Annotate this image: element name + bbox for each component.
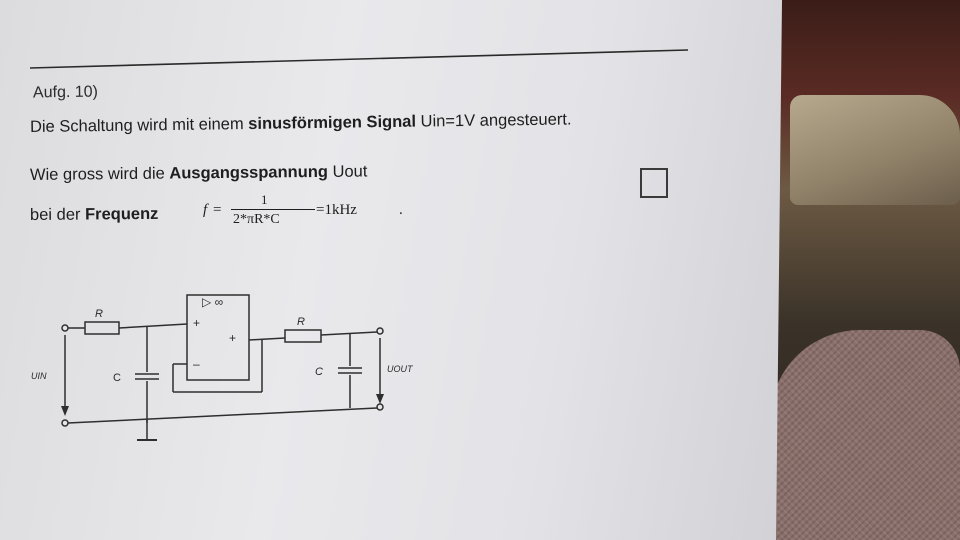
line2-bold: Ausgangsspannung	[169, 162, 329, 183]
formula-symbol: f	[203, 202, 208, 218]
label-c2: C	[315, 366, 323, 378]
background-fabric	[770, 330, 960, 540]
label-uout: UOUT	[387, 364, 414, 374]
label-uin: UIN	[31, 371, 47, 381]
resistor-r1	[84, 321, 120, 335]
input-terminal-top	[61, 324, 69, 332]
opamp-plus-2: +	[229, 331, 236, 345]
uout-arrow-head	[376, 394, 384, 404]
output-terminal-bottom	[376, 403, 384, 411]
line1-text-c: Uin=1V angesteuert.	[415, 110, 572, 131]
label-r2: R	[297, 316, 305, 328]
opamp-minus: –	[193, 357, 200, 371]
formula-denominator: 2*πR*C	[233, 212, 280, 227]
label-c1: C	[113, 372, 121, 384]
frequency-formula: f = 1 2*πR*C =1kHz .	[203, 192, 423, 236]
task-line-3: bei der Frequenz	[30, 205, 159, 225]
separator-line	[30, 49, 689, 69]
line1-text-a: Die Schaltung wird mit einem	[29, 114, 249, 136]
formula-trailing: .	[399, 202, 403, 218]
line3-bold: Frequenz	[84, 204, 159, 224]
formula-fraction-bar	[231, 209, 315, 210]
formula-equals: =	[213, 202, 222, 218]
resistor-r2	[284, 329, 322, 343]
task-line-2: Wie gross wird die Ausgangsspannung Uout	[30, 162, 368, 185]
line3-text-a: bei der	[29, 205, 86, 224]
circuit-diagram: R R C C UIN UOUT ▷ ∞ + + –	[31, 294, 414, 441]
formula-numerator: 1	[261, 192, 268, 207]
uin-arrow-head	[61, 406, 69, 416]
output-terminal-top	[376, 327, 384, 335]
paper-sheet: Aufg. 10) Die Schaltung wird mit einem s…	[0, 0, 782, 540]
line1-bold: sinusförmigen Signal	[248, 112, 417, 133]
opamp-box	[186, 294, 250, 381]
line2-text-a: Wie gross wird die	[29, 164, 170, 184]
formula-result: =1kHz	[316, 202, 357, 218]
background-bag	[790, 95, 960, 205]
line2-text-c: Uout	[327, 162, 368, 181]
label-r1: R	[95, 308, 103, 320]
answer-checkbox[interactable]	[640, 168, 668, 198]
input-terminal-bottom	[61, 419, 69, 427]
task-line-1: Die Schaltung wird mit einem sinusförmig…	[30, 110, 572, 137]
opamp-plus-1: +	[193, 316, 200, 330]
opamp-symbol: ▷ ∞	[202, 295, 223, 309]
task-heading: Aufg. 10)	[32, 83, 99, 102]
